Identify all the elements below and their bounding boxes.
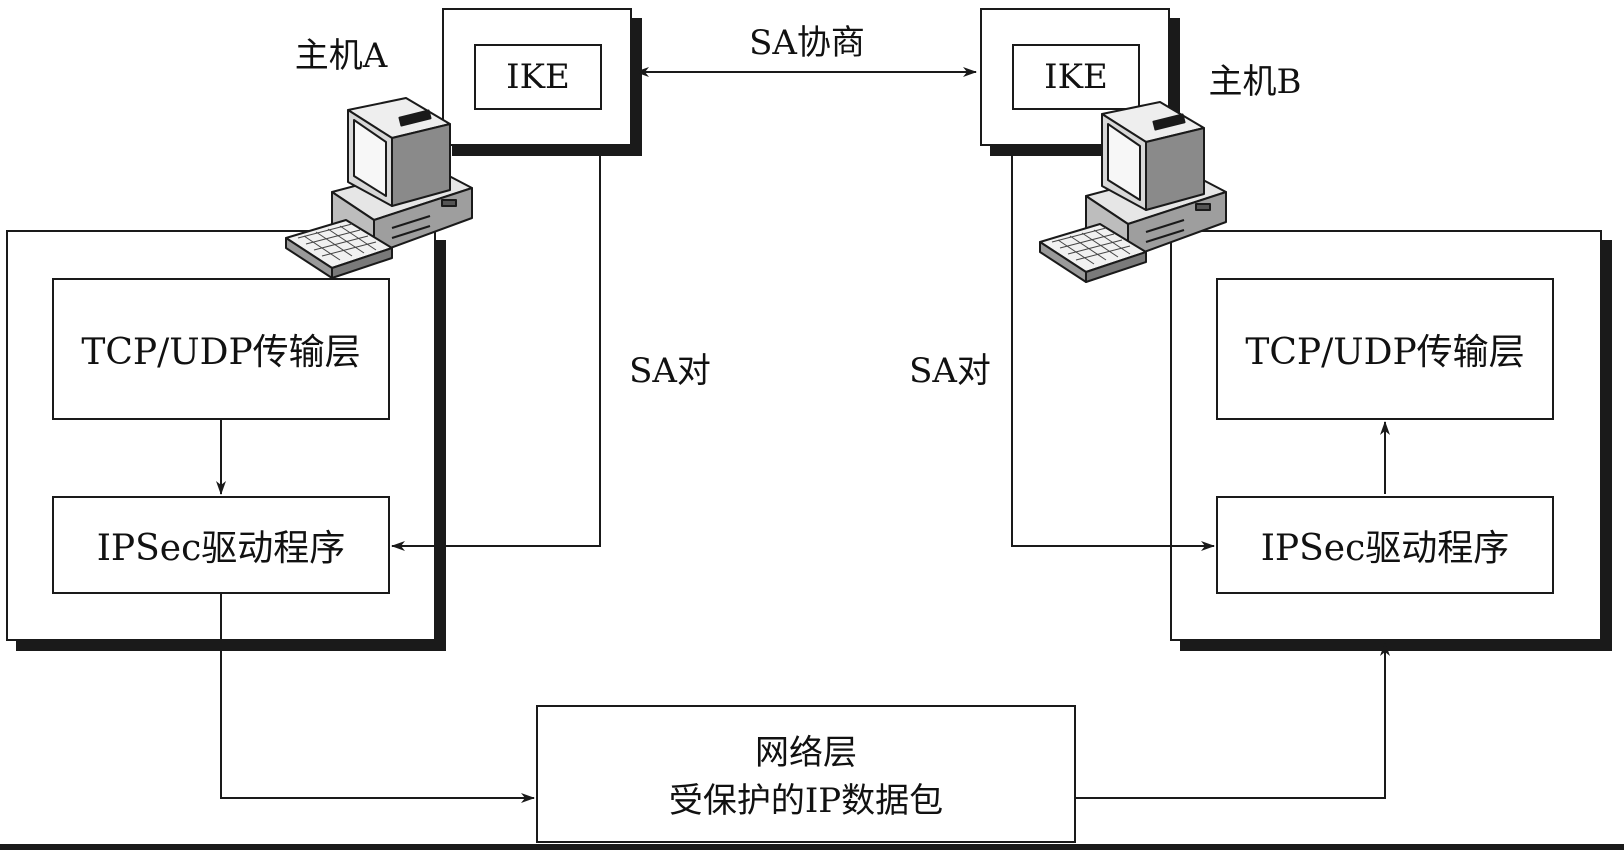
- host-b-label: 主机B: [1208, 61, 1302, 102]
- network-layer-box: 网络层 受保护的IP数据包: [536, 705, 1076, 843]
- host-a-transport-layer-box: TCP/UDP传输层: [52, 278, 390, 420]
- bottom-rule: [0, 844, 1624, 850]
- network-to-host-b-line: [1076, 642, 1390, 799]
- host-a-ipsec-driver-box: IPSec驱动程序: [52, 496, 390, 594]
- sa-pair-left-label: SA对: [629, 350, 711, 391]
- host-a-label: 主机A: [294, 35, 388, 76]
- sa-pair-right-label: SA对: [909, 350, 991, 391]
- network-layer-title: 网络层: [755, 732, 857, 773]
- host-a-to-network-line: [220, 594, 535, 803]
- network-layer-subtitle: 受保护的IP数据包: [668, 780, 944, 821]
- host-b-ipsec-driver-box: IPSec驱动程序: [1216, 496, 1554, 594]
- sa-negotiation-label: SA协商: [749, 22, 865, 63]
- computer-icon: [285, 97, 473, 279]
- host-b-transport-layer-box: TCP/UDP传输层: [1216, 278, 1554, 420]
- host-b-sa-pair-line: [1011, 148, 1215, 551]
- host-a-sa-pair-line: [391, 148, 601, 551]
- host-a-ike-box: IKE: [474, 44, 602, 110]
- computer-icon: [1039, 101, 1227, 283]
- host-b-ike-box: IKE: [1012, 44, 1140, 110]
